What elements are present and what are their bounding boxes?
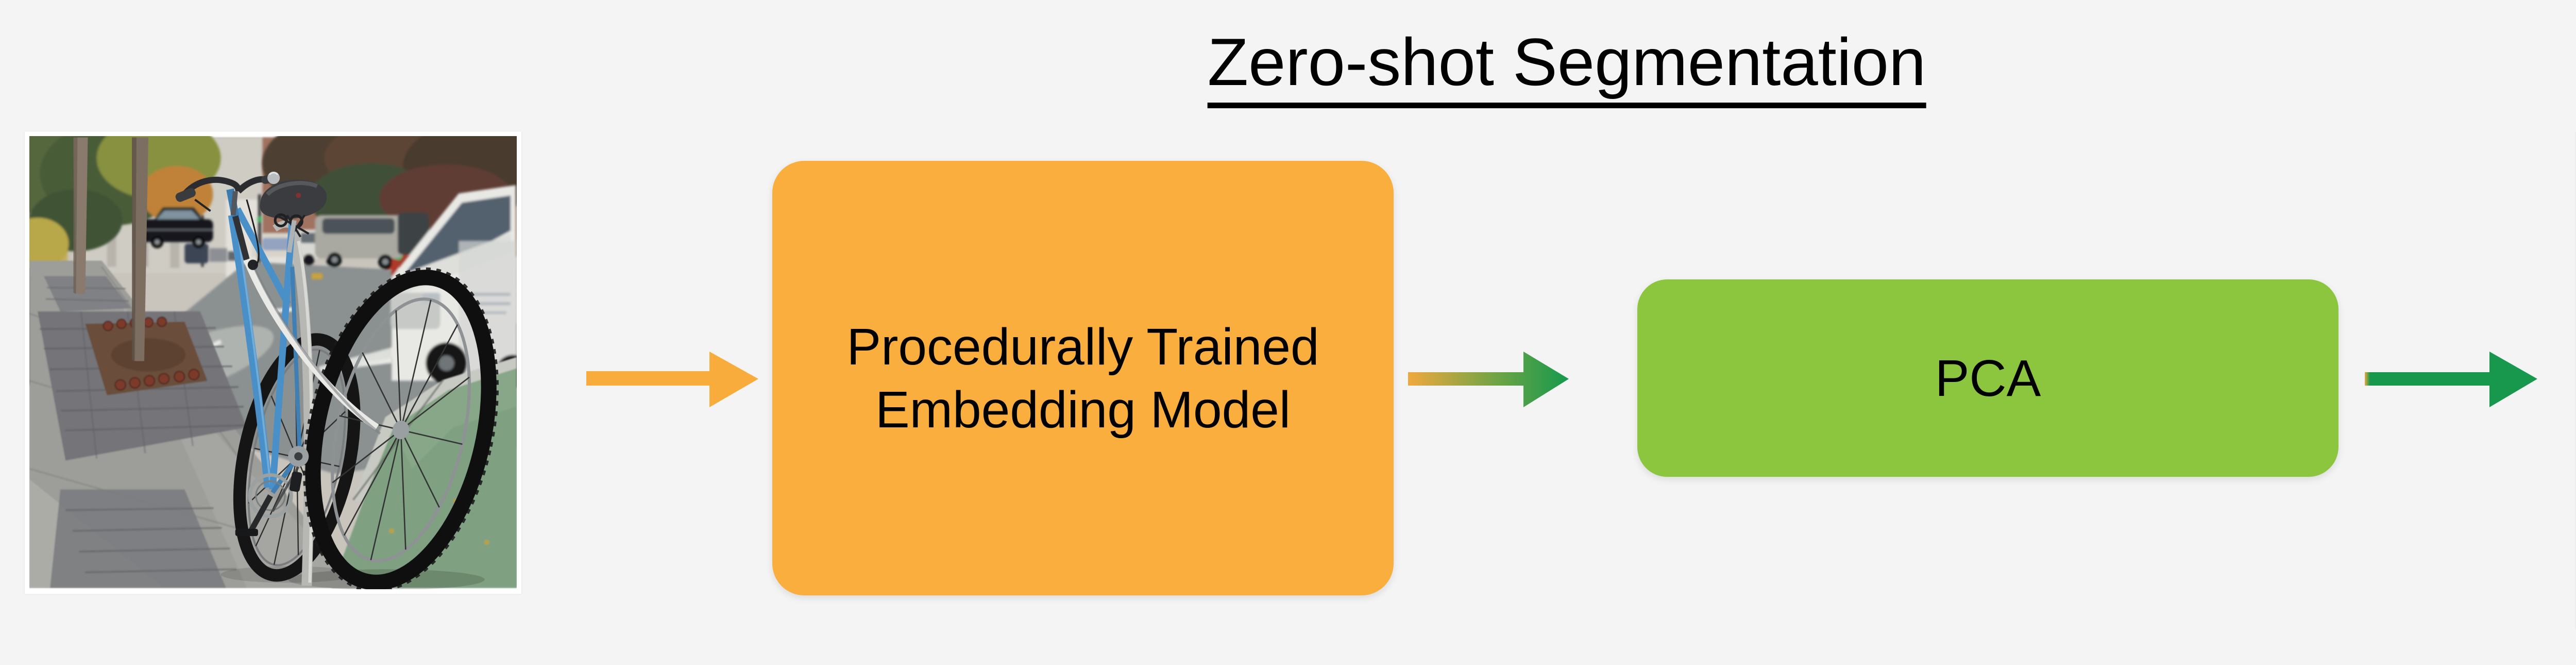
derailleur <box>289 471 302 492</box>
traffic-light-green <box>257 217 262 222</box>
tree-pit-stones <box>103 317 200 391</box>
parked-van-distant <box>184 243 209 263</box>
bicycle <box>175 171 499 589</box>
drivetrain <box>235 446 309 536</box>
taxi-distant <box>311 273 323 279</box>
input-street-photo: RESTA <box>25 131 521 594</box>
photo-sidewalk <box>29 260 361 588</box>
handlebar <box>175 171 280 215</box>
arrow-shape <box>1408 352 1569 407</box>
bell <box>267 171 280 185</box>
arrow-shape <box>2365 352 2537 407</box>
arrow-pca-to-output <box>2365 352 2537 407</box>
embedding-model-label-line2: Embedding Model <box>875 380 1291 439</box>
embedding-model-label-line1: Procedurally Trained <box>846 318 1319 376</box>
node-pca: PCA <box>1637 279 2338 477</box>
street-photo-illustration: RESTA <box>29 136 517 589</box>
bike-frame <box>226 188 381 494</box>
photo-tree-trunks <box>73 137 148 361</box>
node-embedding-model: Procedurally Trained Embedding Model <box>772 161 1394 595</box>
left-grip <box>175 188 196 202</box>
saddle <box>260 179 327 253</box>
pedal <box>235 528 258 536</box>
pca-label: PCA <box>1935 349 2041 407</box>
arrow-model-to-pca <box>1408 352 1569 407</box>
black-sedan <box>141 208 213 248</box>
arrow-input-to-model <box>586 352 758 407</box>
page-title: Zero-shot Segmentation <box>1207 27 1926 108</box>
arrow-shape <box>586 352 758 407</box>
silver-suv <box>315 215 403 269</box>
